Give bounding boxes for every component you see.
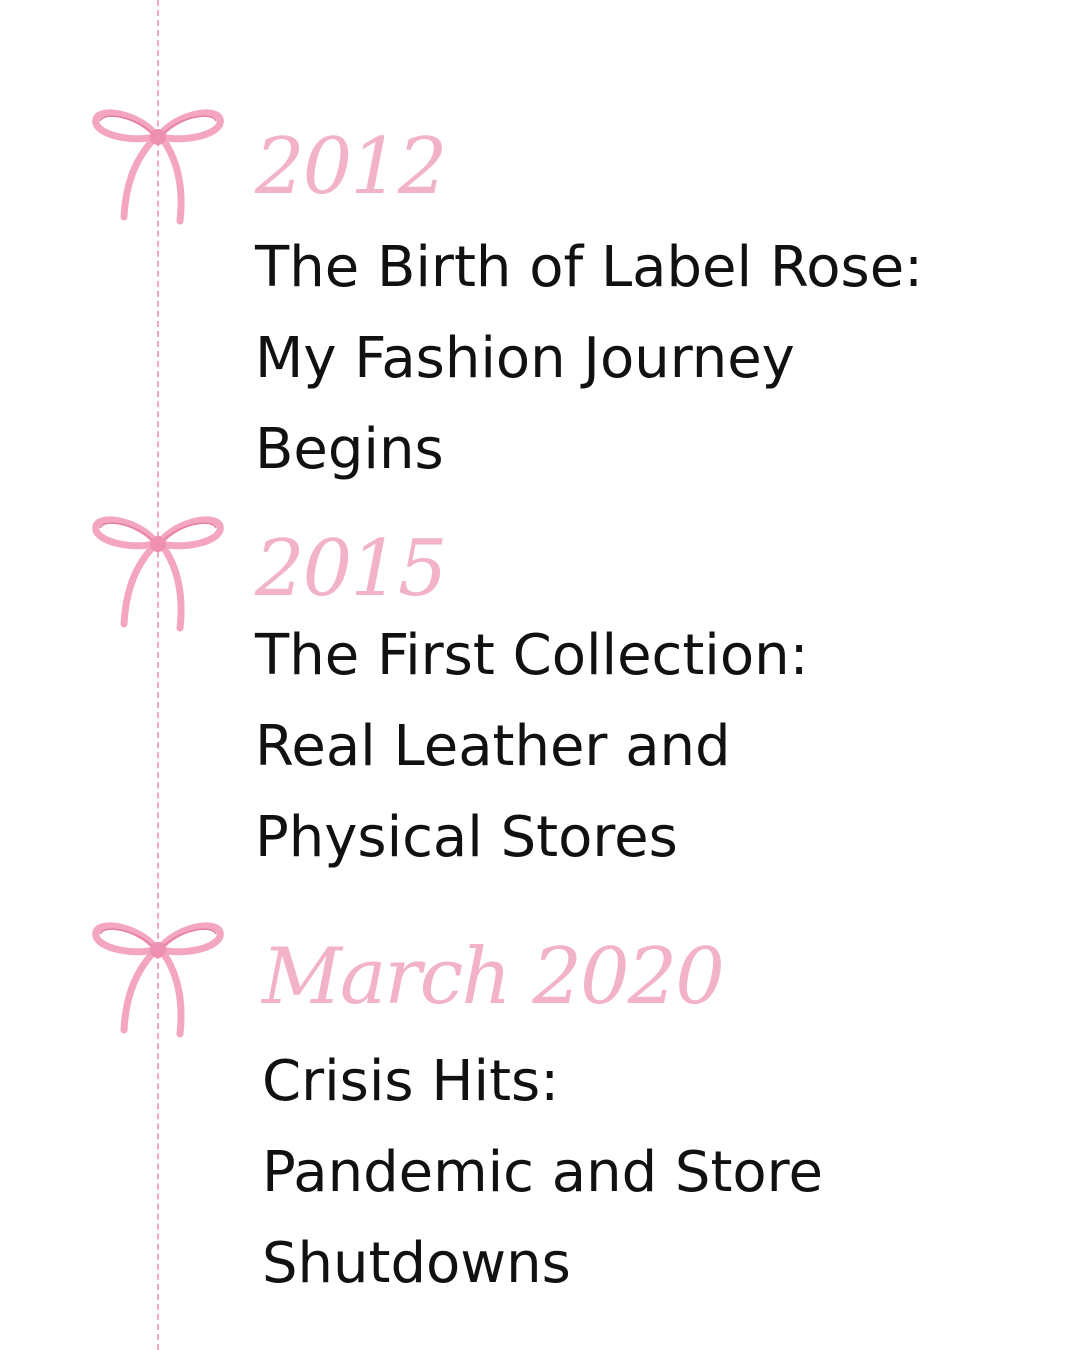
event-description-line: Real Leather and — [255, 714, 731, 779]
ribbon-bow-icon — [92, 516, 224, 632]
event-description: The Birth of Label Rose: My Fashion Jour… — [255, 222, 923, 495]
event-description: Crisis Hits: Pandemic and Store Shutdown… — [262, 1036, 823, 1309]
event-description-line: Begins — [255, 417, 444, 482]
event-year: March 2020 — [262, 932, 725, 1022]
event-year: 2012 — [255, 122, 448, 212]
event-description-line: Physical Stores — [255, 805, 678, 870]
event-description: The First Collection: Real Leather and P… — [255, 610, 808, 883]
event-description-line: Pandemic and Store — [262, 1140, 823, 1205]
ribbon-bow-icon — [92, 109, 224, 225]
timeline-line — [157, 0, 159, 1350]
event-description-line: Crisis Hits: — [262, 1049, 560, 1114]
event-description-line: The Birth of Label Rose: — [255, 235, 924, 300]
ribbon-bow-icon — [92, 922, 224, 1038]
event-description-line: Shutdowns — [262, 1231, 571, 1296]
event-description-line: My Fashion Journey — [255, 326, 795, 391]
event-description-line: The First Collection: — [255, 623, 809, 688]
event-year: 2015 — [255, 524, 448, 614]
